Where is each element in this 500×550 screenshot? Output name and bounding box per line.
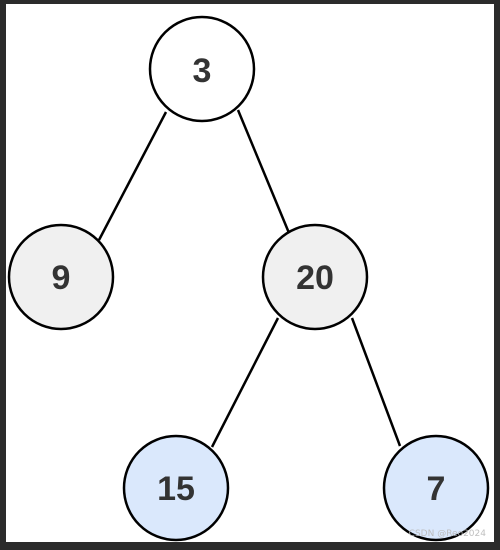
- node-label-3: 3: [193, 52, 212, 90]
- tree-node-15: 15: [122, 434, 230, 542]
- tree-node-9: 9: [7, 223, 115, 331]
- edge-3-20: [236, 109, 291, 234]
- tree-node-3: 3: [148, 15, 256, 123]
- edge-20-15: [210, 317, 280, 448]
- node-label-7: 7: [427, 470, 446, 508]
- edge-20-7: [350, 317, 402, 447]
- watermark-text: CSDN @Reo2024: [408, 529, 486, 539]
- tree-node-7: 7: [382, 434, 490, 542]
- node-label-20: 20: [296, 259, 334, 297]
- node-label-9: 9: [52, 259, 71, 297]
- node-label-15: 15: [157, 470, 195, 508]
- tree-node-20: 20: [261, 223, 369, 331]
- edge-3-9: [97, 111, 168, 241]
